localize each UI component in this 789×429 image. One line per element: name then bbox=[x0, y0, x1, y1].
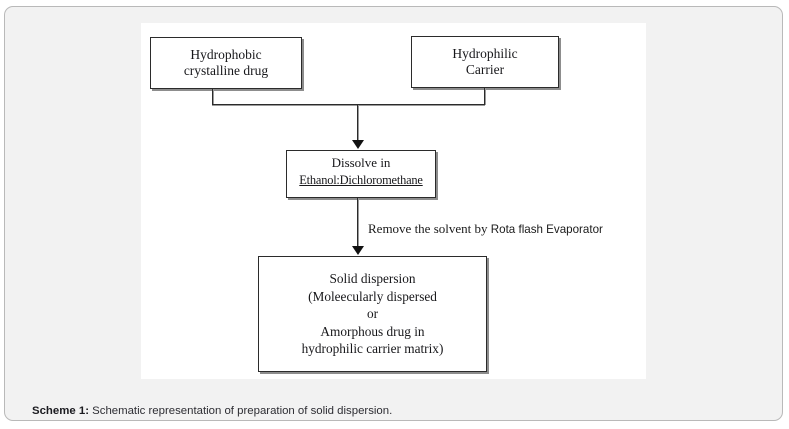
connector-drop-left bbox=[212, 89, 214, 105]
box-line-solvent: Ethanol:Dichloromethane bbox=[299, 173, 423, 188]
box-line-1: Dissolve in bbox=[331, 155, 391, 170]
flow-box-hydrophilic-carrier: Hydrophilic Carrier bbox=[411, 36, 559, 88]
box-line-2: (Moleecularly dispersed bbox=[308, 288, 437, 304]
flow-box-solid-dispersion: Solid dispersion (Moleecularly dispersed… bbox=[258, 256, 487, 372]
diagram-canvas: Hydrophobic crystalline drug Hydrophilic… bbox=[141, 23, 646, 379]
figure-card: Hydrophobic crystalline drug Hydrophilic… bbox=[4, 6, 783, 421]
box-line-2: Carrier bbox=[465, 62, 505, 77]
connector-stem-to-dissolve bbox=[357, 105, 359, 141]
box-line-1: Hydrophobic bbox=[190, 47, 262, 63]
annotation-text: Remove the solvent by bbox=[368, 221, 488, 236]
flow-box-hydrophobic-drug: Hydrophobic crystalline drug bbox=[150, 37, 302, 89]
box-line-1: Solid dispersion bbox=[329, 271, 416, 287]
box-line-2: crystalline drug bbox=[183, 63, 269, 78]
box-line-3: or bbox=[366, 306, 379, 322]
arrow-head-to-solid-dispersion bbox=[352, 246, 364, 255]
flow-box-dissolve: Dissolve in Ethanol:Dichloromethane bbox=[286, 150, 436, 198]
arrow-head-to-dissolve bbox=[352, 140, 364, 149]
connector-join-bar bbox=[212, 104, 485, 106]
figure-caption: Scheme 1: Schematic representation of pr… bbox=[32, 405, 392, 417]
connector-drop-right bbox=[484, 88, 486, 105]
box-line-5: hydrophilic carrier matrix) bbox=[301, 341, 444, 357]
annotation-solvent-removal: Remove the solvent by Rota flash Evapora… bbox=[368, 221, 603, 237]
caption-text: Schematic representation of preparation … bbox=[88, 405, 393, 417]
box-line-4: Amorphous drug in bbox=[320, 323, 425, 339]
caption-label: Scheme 1: bbox=[32, 405, 89, 417]
connector-stem-to-solid-dispersion bbox=[357, 198, 359, 247]
box-line-1: Hydrophilic bbox=[452, 46, 518, 62]
annotation-device: Rota flash Evaporator bbox=[490, 223, 603, 236]
